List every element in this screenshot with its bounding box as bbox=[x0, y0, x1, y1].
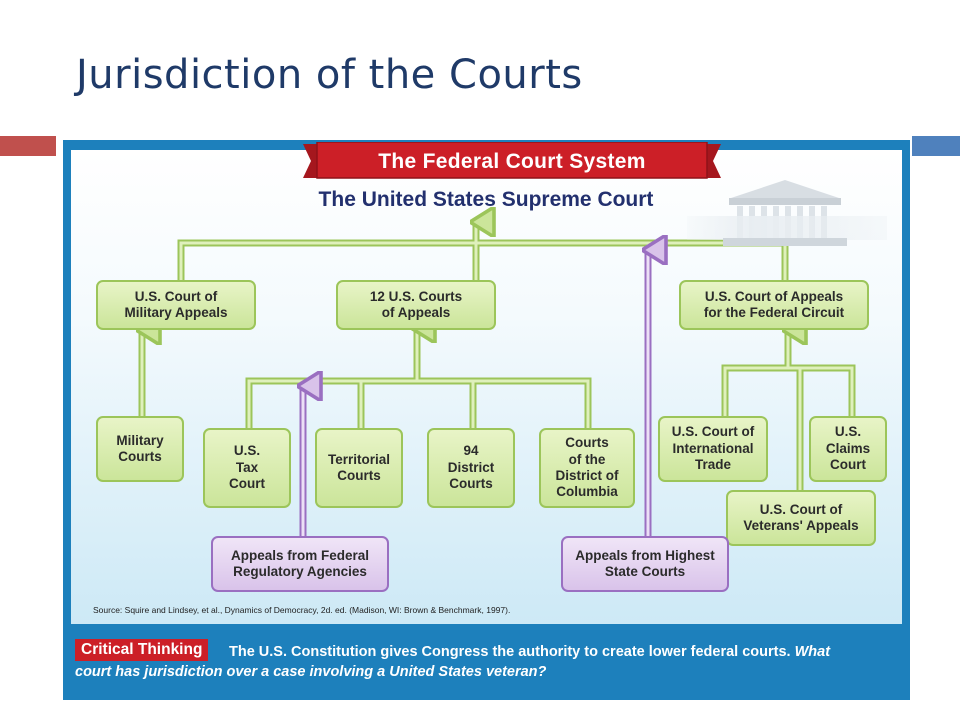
court-veterans-appeals: U.S. Court of Veterans' Appeals bbox=[726, 490, 876, 546]
court-circuit-appeals: 12 U.S. Courts of Appeals bbox=[336, 280, 496, 330]
banner-title: The Federal Court System bbox=[378, 150, 646, 173]
critical-thinking-question: What court has jurisdiction over a case … bbox=[75, 644, 831, 680]
court-tax-court: U.S. Tax Court bbox=[203, 428, 291, 508]
purple-connectors bbox=[303, 250, 648, 536]
court-international-trade: U.S. Court of International Trade bbox=[658, 416, 768, 482]
court-federal-circuit: U.S. Court of Appeals for the Federal Ci… bbox=[679, 280, 869, 330]
appeals-federal-regulatory-agencies: Appeals from Federal Regulatory Agencies bbox=[211, 536, 389, 592]
federal-court-system-figure: U.S. Court of Military Appeals 12 U.S. C… bbox=[63, 140, 910, 700]
accent-bar-left bbox=[0, 136, 56, 156]
green-connectors bbox=[142, 222, 856, 490]
critical-thinking-statement: The U.S. Constitution gives Congress the… bbox=[229, 644, 791, 660]
critical-thinking-label: Critical Thinking bbox=[75, 639, 209, 661]
court-claims-court: U.S. Claims Court bbox=[809, 416, 887, 482]
appeals-highest-state-courts: Appeals from Highest State Courts bbox=[561, 536, 729, 592]
court-district-courts: 94 District Courts bbox=[427, 428, 515, 508]
court-military-courts: Military Courts bbox=[96, 416, 184, 482]
critical-thinking-text: The U.S. Constitution gives Congress the… bbox=[75, 642, 865, 682]
supreme-court-label: The United States Supreme Court bbox=[318, 188, 654, 211]
supreme-court-building-icon bbox=[687, 180, 887, 246]
source-citation: Source: Squire and Lindsey, et al., Dyna… bbox=[93, 605, 511, 615]
court-territorial-courts: Territorial Courts bbox=[315, 428, 403, 508]
diagram-panel: U.S. Court of Military Appeals 12 U.S. C… bbox=[71, 142, 902, 624]
title-banner bbox=[303, 142, 721, 179]
slide-title: Jurisdiction of the Courts bbox=[76, 52, 583, 98]
court-dc-courts: Courts of the District of Columbia bbox=[539, 428, 635, 508]
accent-bar-right bbox=[912, 136, 960, 156]
court-military-appeals: U.S. Court of Military Appeals bbox=[96, 280, 256, 330]
connector-lines bbox=[71, 150, 856, 536]
